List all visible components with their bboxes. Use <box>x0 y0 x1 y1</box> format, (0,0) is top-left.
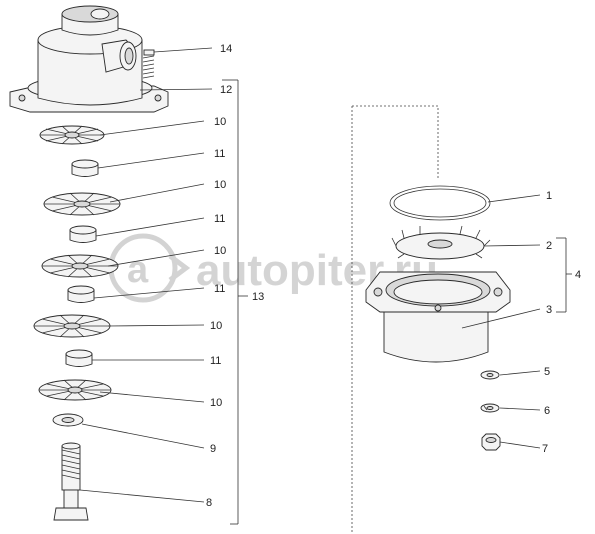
part-nut <box>481 433 501 451</box>
part-spring-washer <box>480 403 500 413</box>
callout-8: 8 <box>206 497 212 509</box>
part-o-ring <box>389 185 491 221</box>
callout-10-c: 10 <box>214 245 226 257</box>
callout-9: 9 <box>210 443 216 455</box>
part-spring <box>142 49 155 79</box>
watermark-logo-glyph: a <box>127 249 149 291</box>
leader-lines-right <box>461 194 541 449</box>
callout-5: 5 <box>544 366 550 378</box>
part-housing <box>9 5 169 113</box>
bushing-3 <box>67 285 95 303</box>
fan-impeller-3 <box>41 254 119 278</box>
callout-12: 12 <box>220 84 232 96</box>
callout-3: 3 <box>546 304 552 316</box>
callout-10-e: 10 <box>210 397 222 409</box>
fan-impeller-2 <box>43 192 121 216</box>
callout-10-b: 10 <box>214 179 226 191</box>
bushing-1 <box>71 159 99 177</box>
fan-impeller-5 <box>38 379 112 401</box>
bracket-4 <box>556 237 572 313</box>
callout-11-a: 11 <box>214 148 225 160</box>
callout-6: 6 <box>544 405 550 417</box>
leader-lines-left <box>79 47 213 503</box>
part-lock-ring <box>391 225 491 260</box>
part-small-washer <box>480 370 500 380</box>
callout-13: 13 <box>252 291 264 303</box>
callout-10-d: 10 <box>210 320 222 332</box>
part-washer <box>52 413 84 427</box>
callout-10-a: 10 <box>214 116 226 128</box>
callout-7: 7 <box>542 443 548 455</box>
watermark-arrow-icon <box>168 254 191 282</box>
callout-2: 2 <box>546 240 552 252</box>
callout-14: 14 <box>220 43 232 55</box>
fan-impeller-1 <box>39 125 105 145</box>
callout-1: 1 <box>546 190 552 202</box>
callout-11-d: 11 <box>210 355 221 367</box>
callout-11-b: 11 <box>214 213 225 225</box>
part-flanged-cup <box>365 271 511 363</box>
callout-11-c: 11 <box>214 283 225 295</box>
part-bolt <box>53 442 89 521</box>
callout-4: 4 <box>575 269 581 281</box>
dashed-guide <box>351 105 439 534</box>
fan-impeller-4 <box>33 314 111 338</box>
bushing-2 <box>69 225 97 243</box>
bracket-13 <box>222 79 248 525</box>
bushing-4 <box>65 349 93 367</box>
